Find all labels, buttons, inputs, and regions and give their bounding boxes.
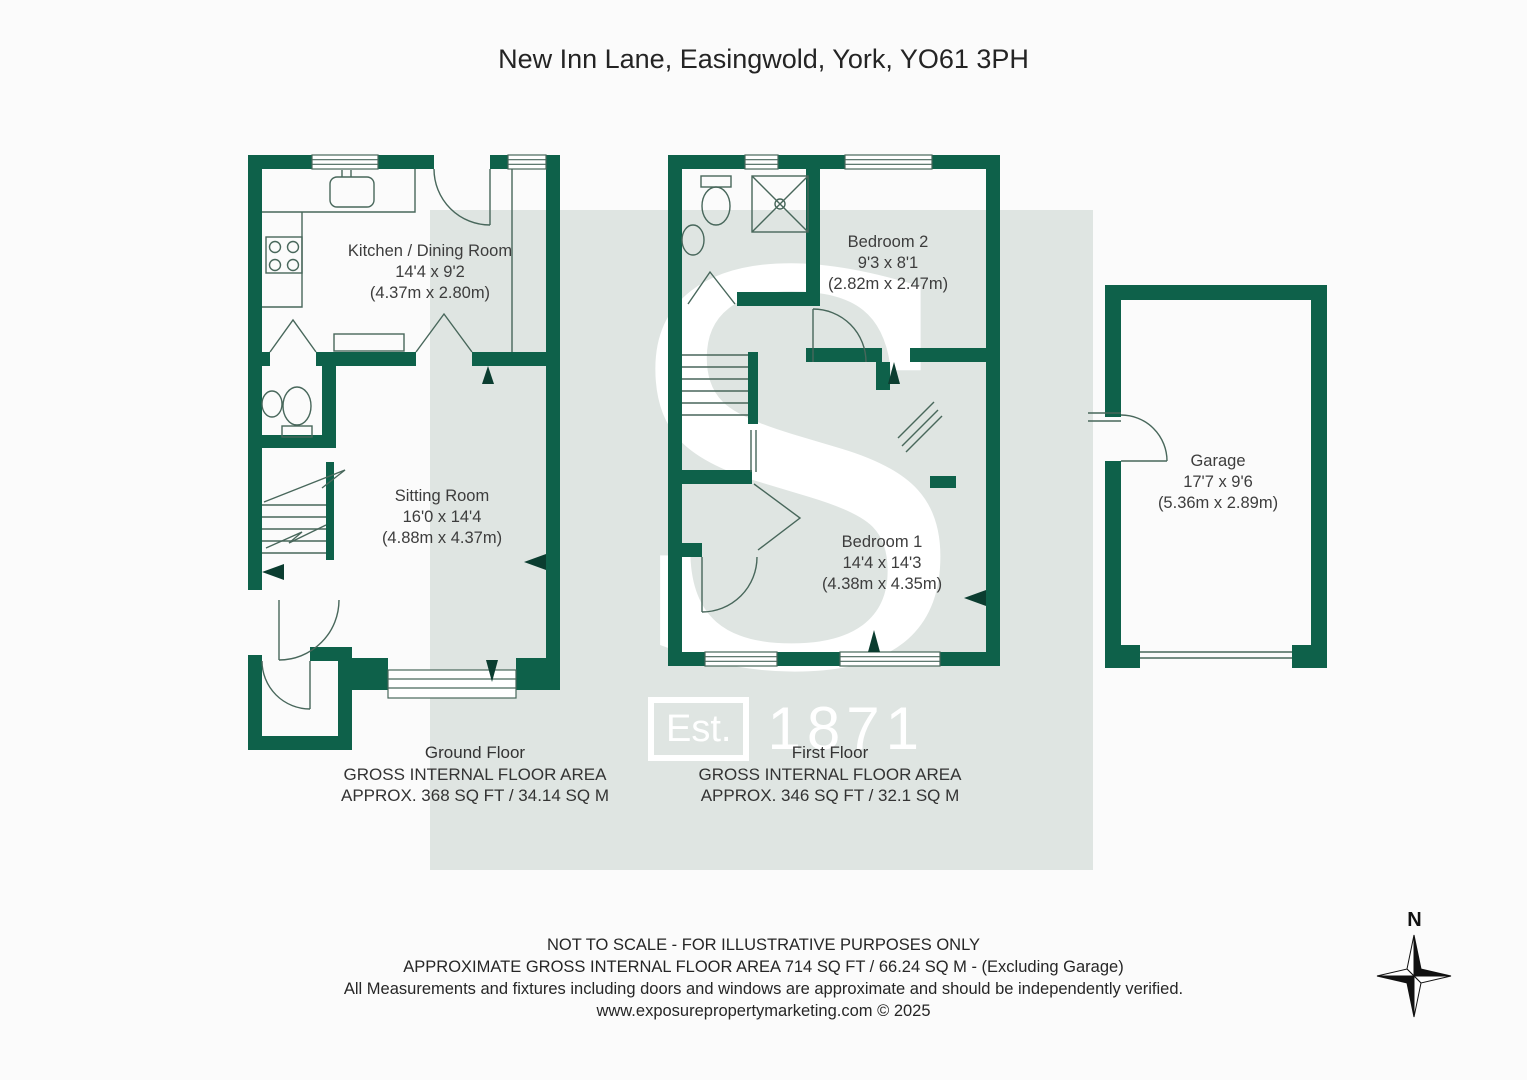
- room-size-metric: (4.37m x 2.80m): [369, 284, 491, 302]
- compass-north-label: N: [1407, 909, 1422, 931]
- floor-name: First Floor: [791, 743, 869, 762]
- gf-kitchen-counter: [262, 169, 416, 213]
- watermark-est-label: Est.: [648, 696, 750, 761]
- garage-fixtures: [1088, 412, 1292, 659]
- garage-plan: [1088, 285, 1327, 668]
- ff-toilet-icon: [700, 175, 732, 188]
- watermark-band: [430, 210, 1093, 870]
- gf-sink-icon: [329, 176, 375, 208]
- kitchen-dining-room-label: Kitchen / Dining Room 14'4 x 9'2 (4.37m …: [348, 241, 512, 304]
- room-size-imperial: 14'4 x 9'2: [395, 263, 465, 281]
- room-size-imperial: 9'3 x 8'1: [857, 254, 919, 272]
- ff-bathroom-door: [687, 270, 736, 305]
- ff-basin-icon: [681, 224, 705, 256]
- room-name: Sitting Room: [394, 487, 490, 505]
- bedroom1-label: Bedroom 1 14'4 x 14'3 (4.38m x 4.35m): [822, 532, 942, 595]
- ff-cupboard-hatch: [897, 401, 935, 439]
- gf-basin-icon: [261, 390, 283, 418]
- room-size-metric: (5.36m x 2.89m): [1157, 494, 1279, 512]
- room-size-imperial: 16'0 x 14'4: [402, 508, 482, 526]
- room-size-imperial: 17'7 x 9'6: [1183, 473, 1253, 491]
- ff-fixtures: [681, 175, 943, 613]
- ff-walls: [668, 155, 1000, 666]
- garage-walls: [1105, 285, 1327, 668]
- ff-shower-icon: [751, 175, 809, 233]
- room-name: Bedroom 1: [841, 533, 923, 551]
- gf-entry-door-arc: [433, 168, 491, 226]
- gf-double-door: [415, 312, 473, 353]
- ff-windows: [704, 154, 941, 667]
- footer-line-4: www.exposurepropertymarketing.com © 2025: [596, 1002, 931, 1020]
- gf-markers: [262, 366, 546, 682]
- ground-floor-plan: [248, 154, 560, 750]
- watermark-est-badge: Est. 1871: [648, 694, 925, 763]
- bedroom2-label: Bedroom 2 9'3 x 8'1 (2.82m x 2.47m): [828, 232, 948, 295]
- gf-hob-icon: [265, 236, 303, 274]
- footer-line-1: NOT TO SCALE - FOR ILLUSTRATIVE PURPOSES…: [546, 936, 981, 954]
- gf-bay-window: [387, 669, 517, 699]
- room-size-imperial: 14'4 x 14'3: [842, 554, 922, 572]
- floor-area-value: APPROX. 346 SQ FT / 32.1 SQ M: [700, 786, 960, 805]
- ff-stairs: [682, 354, 748, 416]
- gf-bench: [333, 333, 405, 352]
- floor-area-title: GROSS INTERNAL FLOOR AREA: [343, 764, 607, 784]
- page-title: New Inn Lane, Easingwold, York, YO61 3PH: [498, 44, 1029, 74]
- floor-area-title: GROSS INTERNAL FLOOR AREA: [698, 764, 962, 784]
- room-size-metric: (4.88m x 4.37m): [381, 529, 503, 547]
- ff-wardrobe-doors: [753, 483, 802, 551]
- ff-bedroom2-door-arc: [812, 308, 867, 363]
- ff-bedroom1-door-arc: [701, 556, 758, 613]
- compass-rose: N: [1372, 910, 1457, 1027]
- gf-double-door: [269, 318, 317, 353]
- ground-floor-summary: Ground Floor GROSS INTERNAL FLOOR AREA A…: [341, 742, 609, 807]
- footer-line-3: All Measurements and fixtures including …: [343, 980, 1184, 998]
- room-name: Garage: [1190, 452, 1246, 470]
- room-size-metric: (4.38m x 4.35m): [821, 575, 943, 593]
- first-floor-summary: First Floor GROSS INTERNAL FLOOR AREA AP…: [699, 742, 962, 807]
- gf-fixtures: [261, 168, 513, 710]
- garage-label: Garage 17'7 x 9'6 (5.36m x 2.89m): [1158, 451, 1278, 514]
- gf-toilet-icon: [282, 386, 312, 426]
- floor-name: Ground Floor: [424, 743, 526, 762]
- watermark-year: 1871: [767, 695, 925, 762]
- room-name: Kitchen / Dining Room: [347, 242, 513, 260]
- ff-markers: [868, 362, 986, 652]
- compass-north-icon: [1376, 934, 1452, 1018]
- floor-area-value: APPROX. 368 SQ FT / 34.14 SQ M: [340, 786, 610, 805]
- disclaimer-footer: NOT TO SCALE - FOR ILLUSTRATIVE PURPOSES…: [0, 934, 1527, 1022]
- gf-walls: [248, 155, 560, 750]
- room-name: Bedroom 2: [847, 233, 929, 251]
- first-floor-plan: [668, 154, 1000, 667]
- footer-line-2: APPROXIMATE GROSS INTERNAL FLOOR AREA 71…: [403, 958, 1124, 976]
- gf-stairs: [262, 469, 346, 554]
- sitting-room-label: Sitting Room 16'0 x 14'4 (4.88m x 4.37m): [382, 486, 502, 549]
- gf-windows: [311, 154, 547, 699]
- room-size-metric: (2.82m x 2.47m): [827, 275, 949, 293]
